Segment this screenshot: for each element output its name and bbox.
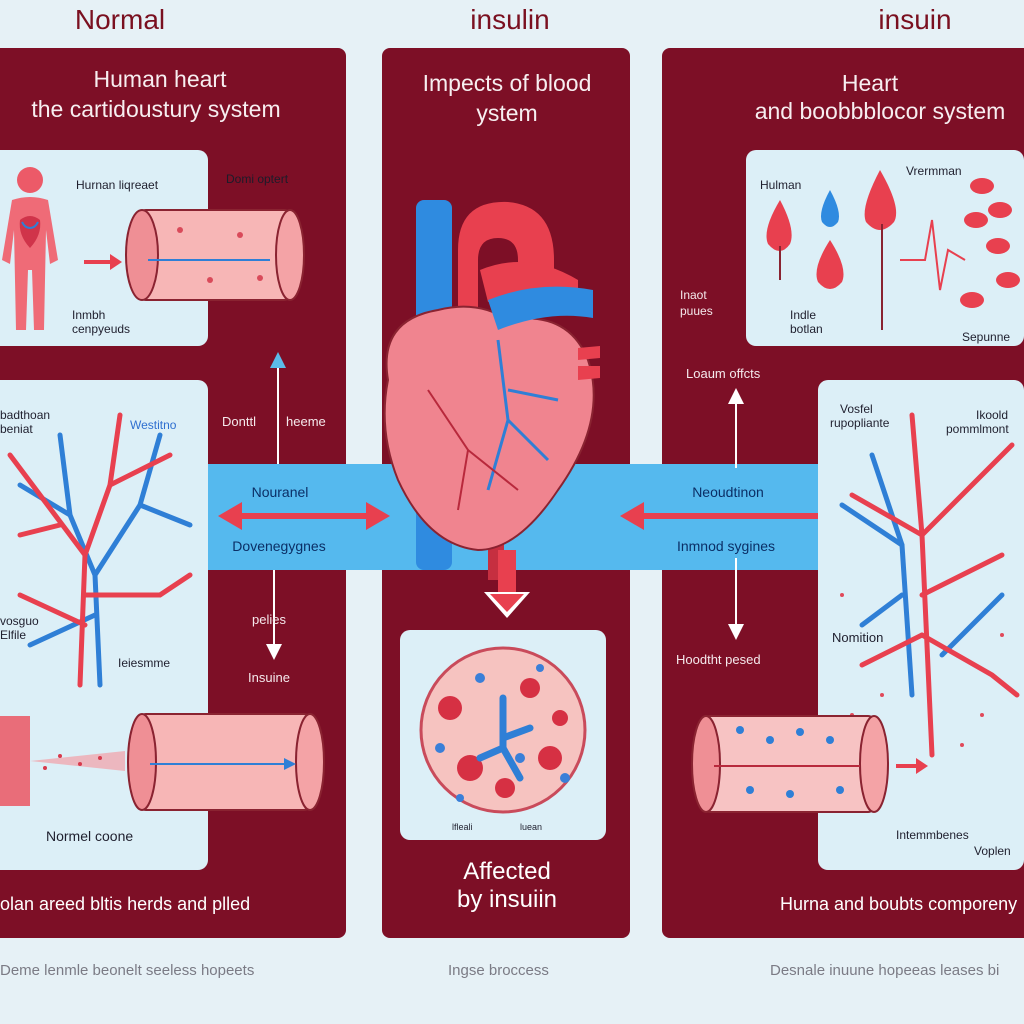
column-title-normal: Normal: [74, 4, 166, 35]
left-panel-title-line2: the cartidoustury system: [31, 96, 281, 122]
right-card2-label-left: Vosfel: [840, 402, 873, 416]
left-card2-label-lower2: Elfile: [0, 628, 27, 642]
right-card3-label2: Voplen: [974, 844, 1011, 858]
column-title-insulin: insulin: [470, 4, 550, 35]
circle-label-2: luean: [520, 822, 543, 832]
left-card1-label-bottom: Inmbh: [72, 308, 106, 322]
left-panel-title-line1: Human heart: [93, 66, 227, 92]
arrow-right-icon-2: [896, 758, 928, 774]
right-card1-label-vrerman: Vrermman: [906, 164, 962, 178]
left-mid-label-insuine: Insuine: [248, 670, 290, 685]
footer-left: Deme lenmle beonelt seeless hopeets: [0, 962, 255, 979]
blood-vessel-tube-insulin: [691, 715, 889, 813]
left-card2-label-lower: vosguo: [0, 614, 39, 628]
human-body-icon: [2, 167, 58, 330]
arrow-down-red: [484, 550, 530, 618]
right-card2-label-normal: Nomition: [832, 630, 884, 645]
right-panel-title-line1: Heart: [841, 70, 899, 96]
band-label-right-top: Neoudtinon: [692, 484, 764, 500]
right-card2-label-hooth: Hoodtht pesed: [676, 652, 761, 667]
right-card3-label: Intemmbenes: [896, 828, 969, 842]
blood-drops-icon: [766, 170, 1020, 330]
band-label-left-bottom: Dovenegygnes: [232, 538, 326, 554]
blood-vessel-tube-normal-2: [127, 713, 325, 811]
right-card1-label-human: Hulman: [760, 178, 802, 192]
footer-right: Desnale inuune hopeeas leases bi: [770, 962, 1000, 979]
left-card2-label-right: Westitno: [130, 418, 177, 432]
left-card1-label-right: Domi optert: [226, 172, 289, 186]
right-card1-label-right: Sepunne: [962, 330, 1011, 344]
footer-center: Ingse broccess: [448, 962, 549, 979]
left-mid-label-top2: heeme: [286, 414, 326, 429]
right-card2-label-right2: pommlmont: [946, 422, 1009, 436]
arrow-right-icon: [84, 254, 122, 270]
right-card1-label-bottom: Indle: [790, 308, 817, 322]
right-card1-label-side2: puues: [680, 304, 713, 318]
vessel-tree-normal: [7, 412, 193, 688]
vessel-tree-insulin: [839, 412, 1020, 758]
blood-spray-left: [0, 716, 125, 806]
double-arrow-left: [218, 502, 390, 530]
left-card1-label-top: Hurnan liqreaet: [76, 178, 159, 192]
center-panel-title-line2: ystem: [476, 100, 538, 126]
right-card2-label-left2: rupopliante: [830, 416, 890, 430]
band-label-left-top: Nouranel: [251, 484, 309, 500]
blood-cells-circle: [419, 646, 587, 814]
center-bottom-text-1: Affected: [463, 858, 551, 885]
center-panel-title-line1: Impects of blood: [422, 70, 592, 96]
right-card1-label-bottom2: botlan: [790, 322, 823, 336]
column-title-insuin: insuin: [878, 4, 952, 35]
arrow-down-icon: [266, 560, 282, 660]
left-card2-label-left: badthoan: [0, 408, 51, 422]
blood-vessel-tube-normal: [125, 209, 305, 301]
right-mid-label: Loaum offcts: [686, 366, 761, 381]
band-label-right-bottom: Inmnod sygines: [676, 538, 776, 554]
right-card1-label-side: Inaot: [680, 288, 707, 302]
left-card2-label-mid: Ieiesmme: [118, 656, 171, 670]
right-panel-title-line2: and boobbblocor system: [754, 98, 1006, 124]
heart-illustration: [383, 200, 600, 580]
left-bottom-text: olan areed bltis herds and plled: [0, 894, 251, 914]
arrow-up-down-icon: [728, 388, 744, 640]
right-bottom-text: Hurna and boubts comporeny: [780, 894, 1018, 914]
left-card2-label-left2: beniat: [0, 422, 33, 436]
left-mid-label-poles: pelies: [252, 612, 286, 627]
arrow-up-icon: [270, 352, 286, 472]
right-card2-label-right: Ikoold: [976, 408, 1009, 422]
center-bottom-text-2: by insuiin: [456, 886, 558, 913]
left-card1-label-bottom2: cenpyeuds: [72, 322, 131, 336]
circle-label-1: lfleali: [452, 822, 473, 832]
left-mid-label-top: Donttl: [222, 414, 256, 429]
left-card3-label: Normel coone: [46, 828, 134, 844]
